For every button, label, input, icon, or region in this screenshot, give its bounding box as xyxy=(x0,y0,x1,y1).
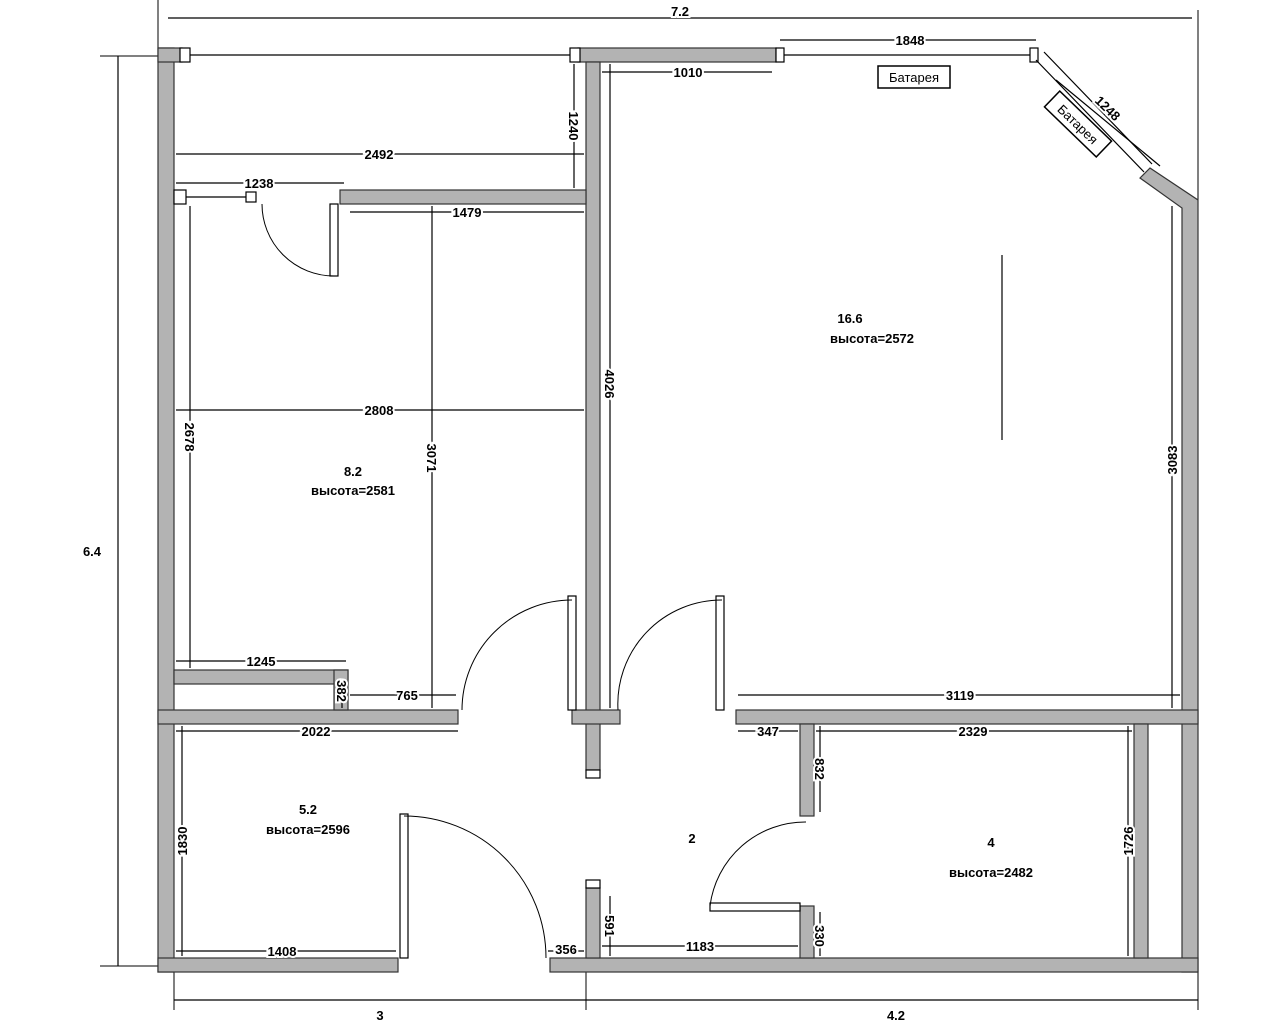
room-bath-area: 4 xyxy=(987,835,995,850)
radiator-labels: Батарея Батарея xyxy=(877,65,1113,158)
dim-1183: 1183 xyxy=(686,939,714,954)
dim-2492: 2492 xyxy=(365,147,394,162)
bottom-left-width: 3 xyxy=(376,1008,383,1023)
doors xyxy=(261,203,807,959)
dim-382: 382 xyxy=(334,680,349,702)
room-living-area: 16.6 xyxy=(837,311,862,326)
room-labels: 16.6 высота=2572 8.2 высота=2581 5.2 выс… xyxy=(266,311,1033,880)
windows xyxy=(173,47,1153,205)
radiator-label-top: Батарея xyxy=(889,70,939,85)
overall-dimensions: 7.2 6.4 3 4.2 xyxy=(83,0,1199,1023)
dim-1848: 1848 xyxy=(896,33,925,48)
dim-1010: 1010 xyxy=(674,65,703,80)
overall-height: 6.4 xyxy=(83,544,102,559)
dim-1245: 1245 xyxy=(247,654,276,669)
dim-1240: 1240 xyxy=(566,112,581,141)
dim-356: 356 xyxy=(555,942,577,957)
dim-2808: 2808 xyxy=(365,403,394,418)
dim-1408: 1408 xyxy=(268,944,297,959)
dim-2022: 2022 xyxy=(302,724,331,739)
dim-1830: 1830 xyxy=(175,827,190,856)
room-kitchen-height: высота=2596 xyxy=(266,822,350,837)
dim-765: 765 xyxy=(396,688,418,703)
dim-330: 330 xyxy=(812,925,827,947)
room-bedroom-height: высота=2581 xyxy=(311,483,395,498)
room-bedroom-area: 8.2 xyxy=(344,464,362,479)
dim-3071: 3071 xyxy=(424,444,439,473)
room-living-height: высота=2572 xyxy=(830,331,914,346)
room-bath-height: высота=2482 xyxy=(949,865,1033,880)
bottom-right-width: 4.2 xyxy=(887,1008,905,1023)
dim-1238: 1238 xyxy=(245,176,274,191)
dim-2329: 2329 xyxy=(959,724,988,739)
dim-1726: 1726 xyxy=(1121,827,1136,856)
overall-width: 7.2 xyxy=(671,4,689,19)
dim-3119: 3119 xyxy=(946,688,974,703)
dim-3083: 3083 xyxy=(1165,446,1180,475)
dim-1479: 1479 xyxy=(453,205,482,220)
room-hall-area: 2 xyxy=(688,831,695,846)
dim-591: 591 xyxy=(602,915,617,937)
dimension-labels: 1848 1010 1248 1240 2492 1238 1479 4026 … xyxy=(173,31,1182,961)
dim-1248: 1248 xyxy=(1092,93,1123,124)
room-kitchen-area: 5.2 xyxy=(299,802,317,817)
dimension-lines xyxy=(176,39,1180,956)
dim-832: 832 xyxy=(812,758,827,780)
walls xyxy=(157,47,1199,973)
dim-347: 347 xyxy=(757,724,779,739)
dim-4026: 4026 xyxy=(602,370,617,399)
dim-2678: 2678 xyxy=(182,423,197,452)
